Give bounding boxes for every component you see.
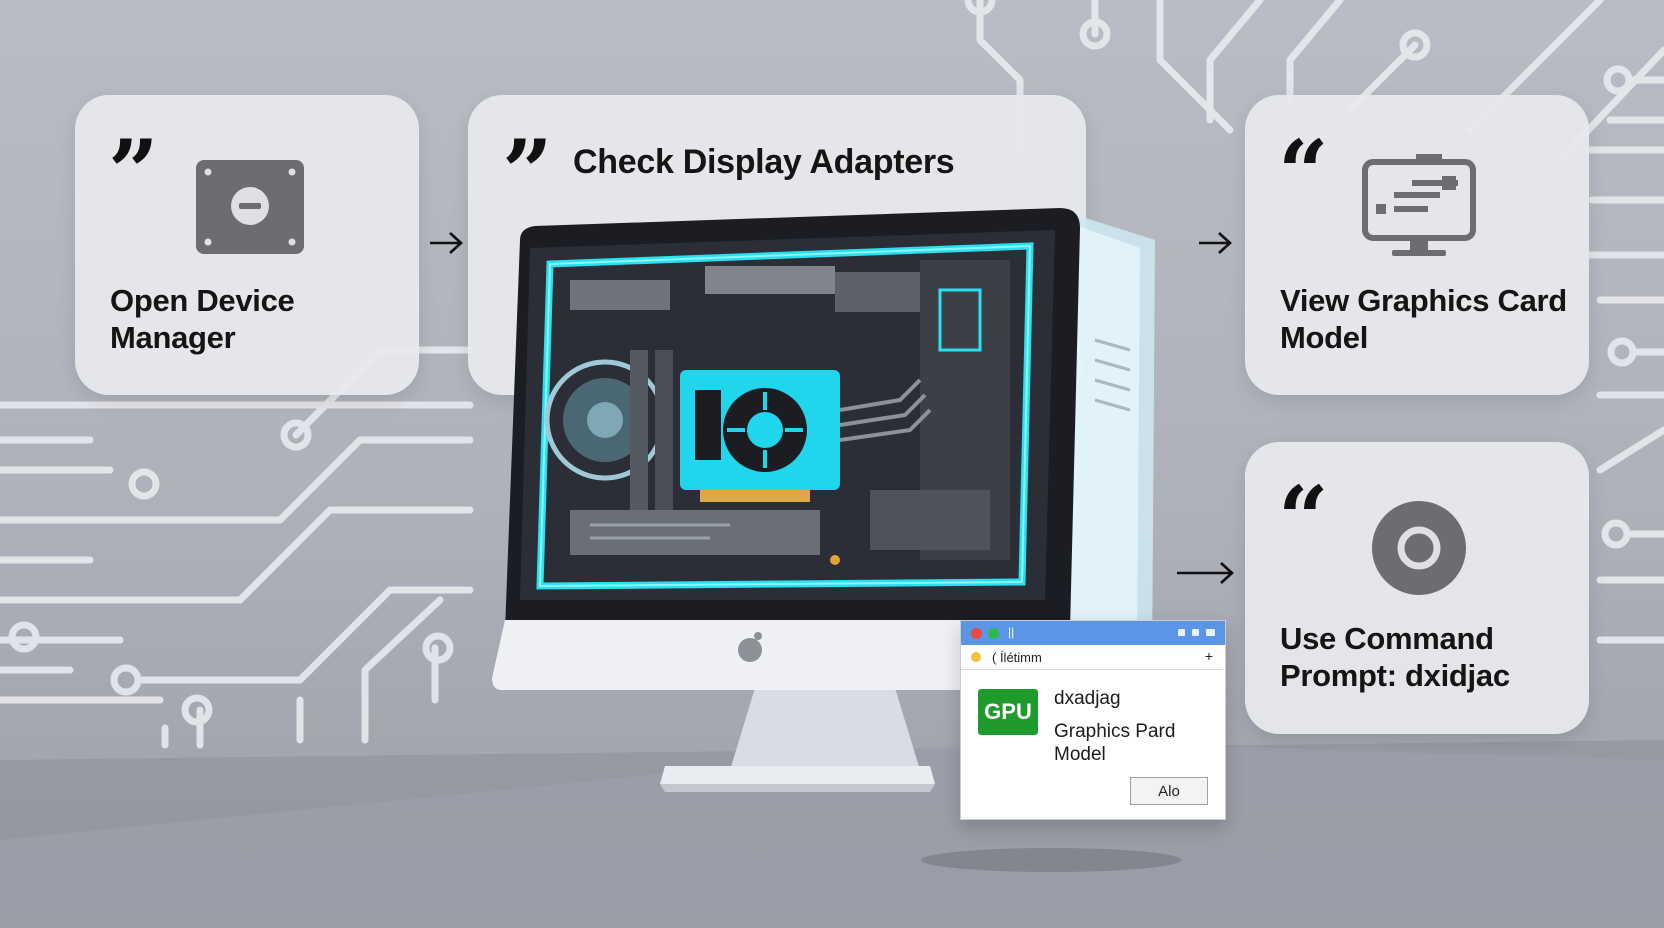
quote-mark-icon: ”	[108, 120, 159, 224]
device-manager-icon	[196, 160, 304, 254]
window-button[interactable]	[1206, 629, 1215, 636]
quote-mark-icon: ”	[502, 120, 553, 224]
restore-button[interactable]	[1192, 629, 1199, 636]
arrow-right-icon	[1199, 232, 1232, 254]
address-bar[interactable]: ( Ílétimm +	[961, 647, 1223, 670]
ring-icon	[1372, 501, 1466, 595]
arrow-right-icon	[430, 232, 463, 254]
monitor-window-icon	[1362, 154, 1476, 256]
step-title: Open Device Manager	[110, 283, 295, 355]
quote-mark-icon: “	[1278, 120, 1329, 224]
popup-command-text: dxadjag	[1054, 688, 1121, 709]
popup-graphics-text: Graphics Pard	[1054, 721, 1176, 742]
gpu-info-popup: || ( Ílétimm + GPU dxadjag Graphics Par…	[960, 620, 1226, 820]
popup-ok-button[interactable]: Alo	[1130, 777, 1208, 805]
quote-mark-icon: “	[1278, 466, 1329, 570]
minimize-button[interactable]	[1178, 629, 1185, 636]
arrow-right-icon	[1177, 562, 1234, 584]
step-title: Use Command Prompt: dxidjac	[1280, 621, 1510, 693]
gpu-badge: GPU	[978, 689, 1038, 735]
popup-title-mark: ||	[1008, 625, 1015, 639]
maximize-dot-icon[interactable]	[988, 628, 999, 639]
status-dot-icon	[971, 652, 981, 662]
popup-model-text: Model	[1054, 744, 1106, 765]
address-add-button[interactable]: +	[1204, 648, 1213, 664]
popup-titlebar: ||	[961, 621, 1225, 645]
close-dot-icon[interactable]	[971, 628, 982, 639]
computer-illustration	[492, 208, 1155, 792]
step-title: View Graphics Card Model	[1280, 283, 1567, 355]
step-title: Check Display Adapters	[573, 143, 955, 181]
address-text: ( Ílétimm	[992, 650, 1042, 665]
